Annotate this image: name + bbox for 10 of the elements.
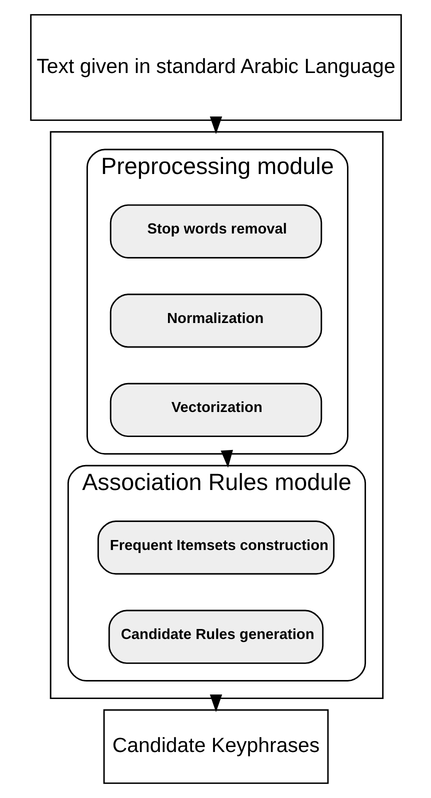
arrow bbox=[209, 116, 222, 134]
cluster bbox=[49, 131, 384, 700]
arrow bbox=[220, 450, 232, 468]
node-box: Stop words removal bbox=[109, 204, 322, 258]
node-box: Normalization bbox=[109, 294, 322, 348]
node-box: Vectorization bbox=[109, 382, 322, 438]
node-box: Candidate Rules generation bbox=[108, 610, 324, 664]
arrow bbox=[209, 694, 222, 712]
node-box: Frequent Itemsets construction bbox=[96, 520, 334, 575]
node-box: Candidate Keyphrases bbox=[102, 709, 328, 784]
